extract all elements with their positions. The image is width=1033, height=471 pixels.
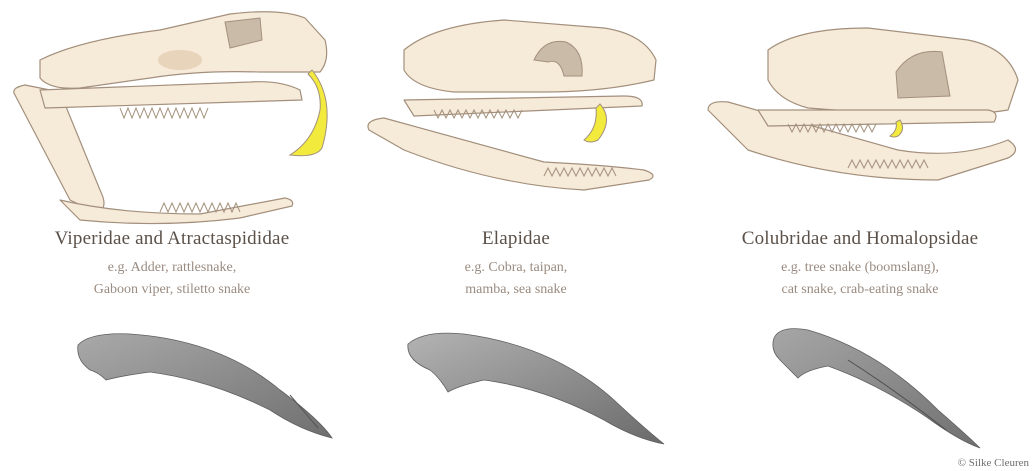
- viperid-fang-render: [0, 0, 344, 471]
- panel-viperidae: Viperidae and Atractaspididae e.g. Adder…: [0, 0, 344, 471]
- panel-elapidae: Elapidae e.g. Cobra, taipan, mamba, sea …: [344, 0, 688, 471]
- panel-colubridae: Colubridae and Homalopsidae e.g. tree sn…: [688, 0, 1032, 471]
- elapid-fang-render: [344, 0, 688, 471]
- image-credit: © Silke Cleuren: [958, 457, 1029, 469]
- colubrid-fang-render: [688, 0, 1032, 471]
